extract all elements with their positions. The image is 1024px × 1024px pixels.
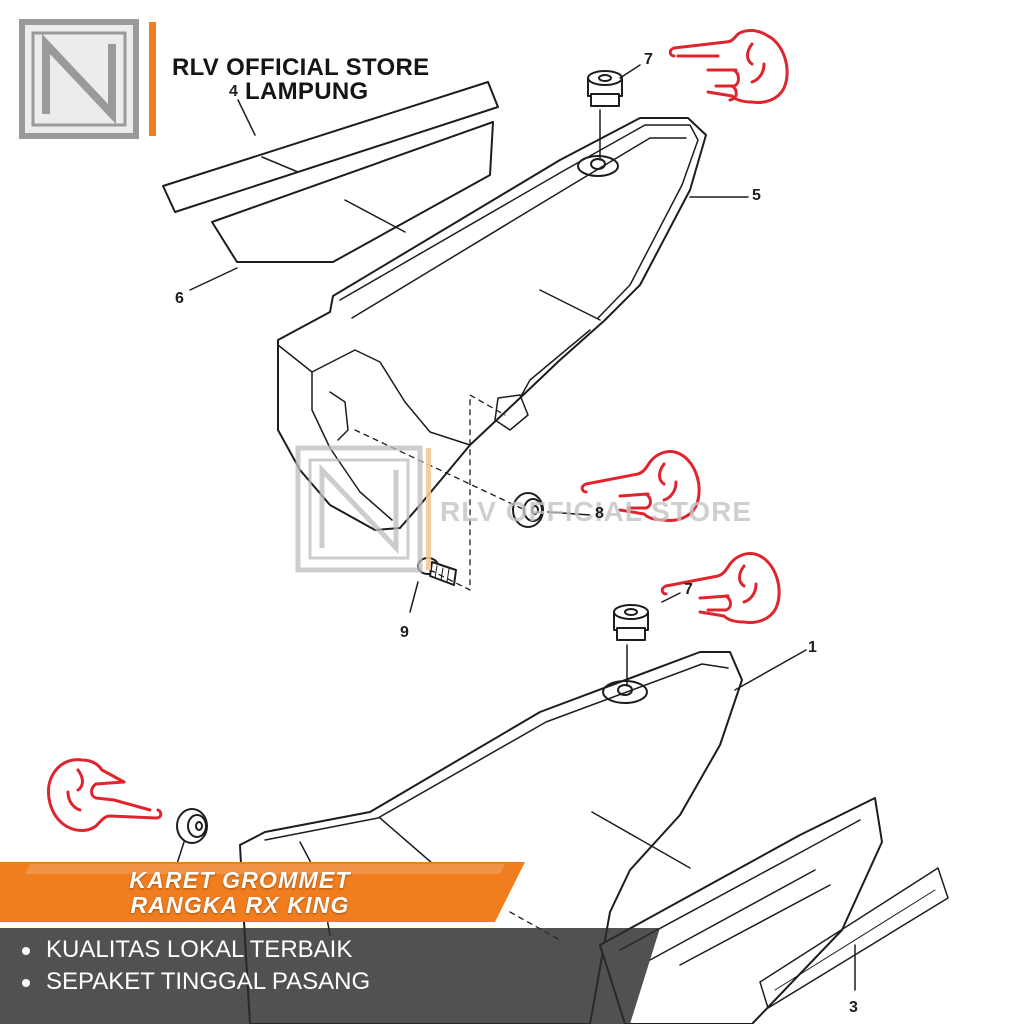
store-logo-icon [19, 19, 139, 139]
callout-number: 3 [849, 999, 858, 1016]
part-4-decal-strip [162, 81, 499, 213]
banner-title-line1: KARET GROMMET [129, 867, 351, 893]
banner-title-line2: RANGKA RX KING [130, 892, 350, 918]
watermark-logo [295, 445, 423, 573]
part-7-grommet-top [587, 70, 623, 161]
pointing-hand-icon [660, 552, 781, 624]
part-8-grommet-bottom [174, 808, 208, 871]
banner-shine [25, 864, 505, 874]
callout-number: 7 [684, 581, 693, 598]
store-city: LAMPUNG [245, 78, 369, 105]
store-name: RLV OFFICIAL STORE [172, 54, 430, 81]
callout-number: 4 [229, 83, 238, 100]
part-3-rx-king-decal [599, 797, 949, 1024]
pointing-hand-icon [47, 758, 163, 832]
part-8-grommet-middle [512, 492, 591, 528]
part-5-upper-side-cover [277, 117, 707, 531]
callout-number: 5 [752, 187, 761, 204]
watermark-text: RLV OFFICIAL STORE [440, 496, 753, 527]
callout-number: 9 [400, 624, 409, 641]
part-6-side-decal [211, 121, 494, 263]
callout-number: 6 [175, 290, 184, 307]
feature-list: KUALITAS LOKAL TERBAIK SEPAKET TINGGAL P… [20, 934, 370, 998]
assembly-guides [354, 394, 561, 941]
callout-leaders [189, 64, 807, 691]
feature-band [0, 928, 660, 1024]
callout-number: 7 [644, 51, 653, 68]
part-7-grommet-middle [613, 604, 649, 687]
feature-item: KUALITAS LOKAL TERBAIK [20, 934, 370, 966]
part-9-screw [409, 557, 457, 613]
watermark-bar [426, 448, 431, 570]
logo-accent-bar [149, 22, 156, 136]
callout-number: 1 [808, 639, 817, 656]
pointing-hand-icon [668, 29, 789, 104]
feature-item: SEPAKET TINGGAL PASANG [20, 966, 370, 998]
banner-background [0, 862, 525, 922]
callout-number: 8 [595, 505, 604, 522]
pointing-hand-icon [580, 450, 701, 522]
